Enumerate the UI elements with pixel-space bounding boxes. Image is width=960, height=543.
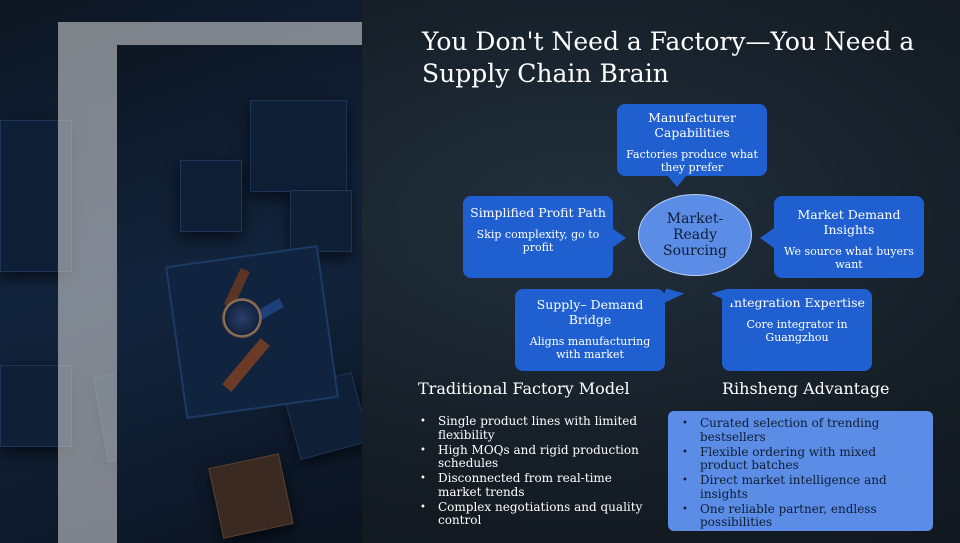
callout-body: Core integrator in Guangzhou (746, 318, 848, 344)
photo-box (180, 160, 242, 232)
list-item: Single product lines with limited flexib… (418, 414, 653, 442)
page-title: You Don't Need a Factory—You Need a Supp… (422, 27, 915, 88)
callout-heading: Integration Expertise (729, 295, 865, 310)
callout-manufacturer-capabilities: Manufacturer Capabilities Factories prod… (617, 104, 767, 176)
product-photo (0, 0, 362, 543)
callout-heading: Market Demand Insights (797, 207, 901, 237)
list-item: High MOQs and rigid production schedules (418, 443, 653, 471)
traditional-list: Single product lines with limited flexib… (418, 414, 653, 529)
traditional-title: Traditional Factory Model (418, 379, 630, 398)
callout-tail (653, 282, 685, 306)
callout-body: Skip complexity, go to profit (476, 228, 600, 254)
photo-box (208, 453, 294, 539)
callout-integration-expertise: Integration Expertise Core integrator in… (722, 289, 872, 371)
list-item: Direct market intelligence and insights (680, 473, 918, 501)
callout-market-demand-insights: Market Demand Insights We source what bu… (774, 196, 924, 278)
callout-tail (760, 228, 774, 248)
advantage-list: Curated selection of trending bestseller… (680, 416, 918, 531)
callout-tail (612, 228, 626, 248)
callout-tail (667, 175, 687, 187)
list-item: Disconnected from real-time market trend… (418, 471, 653, 499)
callout-heading: Manufacturer Capabilities (648, 110, 736, 140)
callout-heading: Supply– Demand Bridge (536, 297, 644, 327)
callout-body: We source what buyers want (784, 245, 914, 271)
list-item: Complex negotiations and quality control (418, 500, 653, 528)
list-item: Curated selection of trending bestseller… (680, 416, 918, 444)
photo-box (290, 190, 352, 252)
list-item: Flexible ordering with mixed product bat… (680, 445, 918, 473)
center-oval: Market-Ready Sourcing (638, 194, 752, 276)
list-item: One reliable partner, endless possibilit… (680, 502, 918, 530)
center-label: Market-Ready Sourcing (662, 211, 728, 259)
callout-heading: Simplified Profit Path (470, 205, 606, 220)
callout-simplified-profit-path: Simplified Profit Path Skip complexity, … (463, 196, 613, 278)
callout-body: Aligns manufacturing with market (529, 335, 651, 361)
watch-dial (222, 298, 262, 338)
callout-body: Factories produce what they prefer (626, 148, 758, 174)
photo-box (250, 100, 347, 192)
callout-supply-demand-bridge: Supply– Demand Bridge Aligns manufacturi… (515, 289, 665, 371)
advantage-title: Rihsheng Advantage (722, 379, 890, 398)
